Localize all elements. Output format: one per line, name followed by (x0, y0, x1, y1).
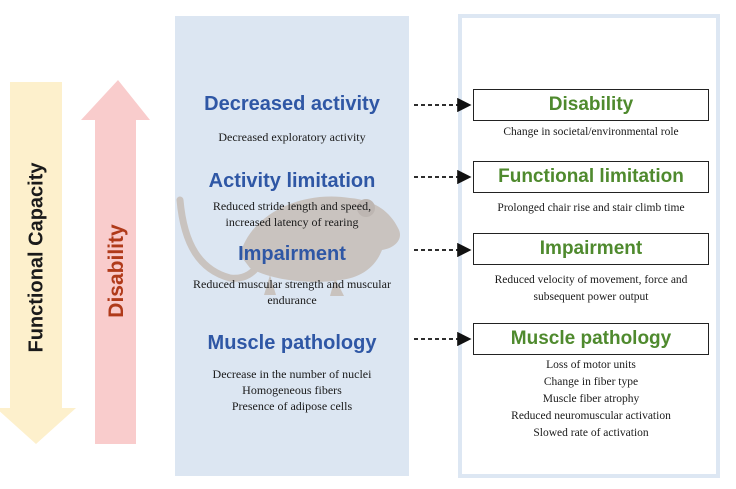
human-stage-box-functional-limitation: Functional limitation (473, 161, 709, 193)
desc-line: Change in fiber type (543, 376, 639, 388)
human-stage-desc-disability: Change in societal/environmental role (462, 124, 720, 141)
desc-line: Homogeneous fibers (242, 383, 342, 397)
desc-line: Reduced stride length and speed, (212, 199, 372, 213)
desc-line: Reduced neuromuscular activation (511, 410, 671, 422)
animal-stage-title-decreased-activity: Decreased activity (204, 93, 380, 115)
animal-stage-desc-impairment: Reduced muscular strength and muscular e… (175, 276, 409, 308)
desc-line: endurance (267, 293, 317, 307)
animal-stage-title-impairment: Impairment (238, 243, 346, 265)
rat-silhouette-icon (176, 196, 401, 296)
animal-stage-desc-decreased-activity: Decreased exploratory activity (175, 129, 409, 145)
desc-line: Decrease in the number of nuclei (212, 367, 372, 381)
animal-stage-title-muscle-pathology: Muscle pathology (207, 332, 377, 354)
human-stage-desc-muscle-pathology: Loss of motor units Change in fiber type… (462, 357, 720, 442)
desc-line: increased latency of rearing (225, 215, 359, 229)
desc-line: Slowed rate of activation (533, 427, 649, 439)
animal-stage-desc-muscle-pathology: Decrease in the number of nuclei Homogen… (175, 366, 409, 414)
human-stage-box-disability: Disability (473, 89, 709, 121)
human-stage-desc-impairment: Reduced velocity of movement, force and … (462, 272, 720, 306)
functional-capacity-arrow-shape (0, 82, 76, 444)
desc-line: Reduced muscular strength and muscular (193, 277, 391, 291)
human-stage-box-muscle-pathology: Muscle pathology (473, 323, 709, 355)
desc-line: Loss of motor units (546, 359, 636, 371)
human-stage-box-impairment: Impairment (473, 233, 709, 265)
desc-line: Prolonged chair rise and stair climb tim… (497, 202, 685, 214)
disability-arrow-shape (81, 80, 150, 444)
desc-line: Muscle fiber atrophy (542, 393, 640, 405)
animal-stage-title-activity-limitation: Activity limitation (208, 170, 376, 192)
desc-line: Decreased exploratory activity (218, 130, 366, 144)
desc-line: subsequent power output (533, 291, 649, 303)
animal-stage-desc-activity-limitation: Reduced stride length and speed, increas… (175, 198, 409, 230)
desc-line: Change in societal/environmental role (503, 126, 679, 138)
desc-line: Reduced velocity of movement, force and (494, 274, 688, 286)
desc-line: Presence of adipose cells (231, 399, 353, 413)
human-stage-desc-functional-limitation: Prolonged chair rise and stair climb tim… (462, 200, 720, 217)
